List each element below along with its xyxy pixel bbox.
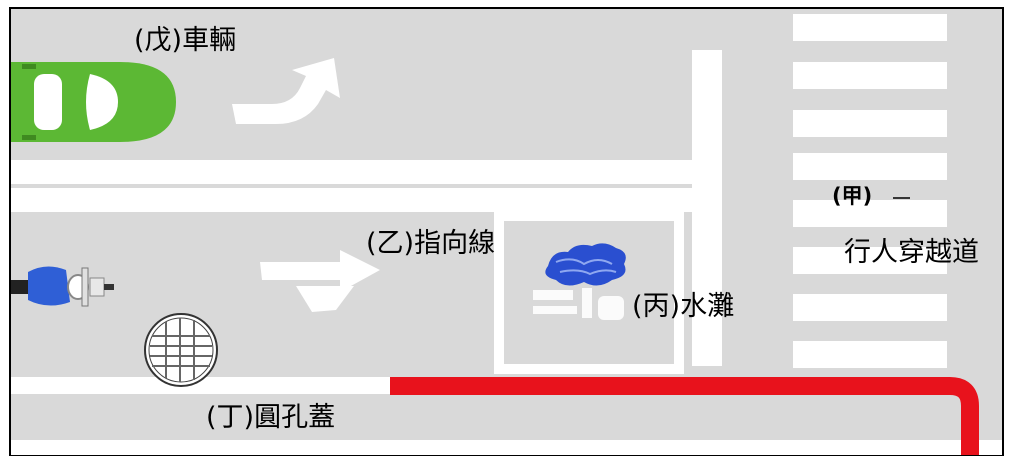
direction-line-label: (乙)指向線 (366, 228, 496, 259)
turn-arrow-marking (232, 58, 340, 124)
manhole-cover-label: (丁)圓孔蓋 (206, 402, 336, 433)
diagram-frame (9, 7, 1004, 456)
water-puddle-icon (545, 243, 626, 286)
lane-divider-gap (10, 184, 692, 188)
marking-box (494, 211, 684, 374)
pedestrian-crossing-label: 行人穿越道 (844, 237, 979, 268)
curb-line (10, 377, 395, 394)
top-margin (0, 0, 1011, 8)
painted-road-text (533, 288, 624, 320)
stop-line (692, 50, 722, 366)
pedestrian-crossing-stripes (793, 14, 947, 368)
manhole-cover-icon (144, 313, 218, 387)
vehicle-label: (戊)車輛 (134, 25, 237, 56)
car-icon (10, 62, 176, 142)
water-puddle-label: (丙)水灘 (632, 291, 735, 322)
motorcycle-icon (10, 266, 114, 307)
bottom-margin (10, 440, 1003, 456)
pedestrian-tag-label: (甲) (832, 184, 873, 208)
red-curb-line (390, 377, 979, 456)
direction-arrow-marking (260, 250, 380, 312)
